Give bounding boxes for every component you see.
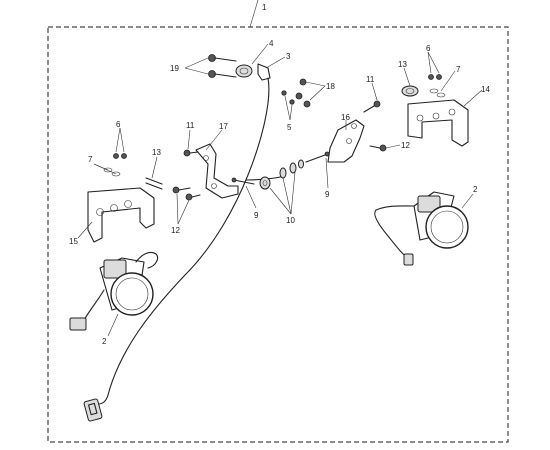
bolt-part-12-left-a xyxy=(172,186,191,194)
fog-lamp-part-2-right xyxy=(374,191,469,266)
callout-2-right: 2 xyxy=(473,185,478,194)
callout-12-right: 12 xyxy=(401,141,410,150)
callout-12-left: 12 xyxy=(171,226,180,235)
mounting-bracket-part-16 xyxy=(327,119,365,163)
clip-part-13-left xyxy=(145,177,163,190)
mounting-bracket-part-17 xyxy=(195,143,239,199)
nut-part-18 xyxy=(295,78,311,108)
lower-harness-connector xyxy=(83,394,109,422)
washers-part-7-left xyxy=(103,167,121,177)
wiring-harness xyxy=(107,77,270,396)
callout-2-left: 2 xyxy=(102,337,107,346)
fog-lamp-part-2-left xyxy=(69,251,159,331)
callout-11-left: 11 xyxy=(186,121,195,130)
callout-13-right: 13 xyxy=(398,60,407,69)
screws-part-6-right xyxy=(428,74,442,80)
lamp-cover-part-14 xyxy=(407,99,469,147)
callout-9-left: 9 xyxy=(254,211,259,220)
leader-1 xyxy=(249,0,259,28)
screws-part-6-left xyxy=(113,153,127,159)
callout-4: 4 xyxy=(269,39,274,48)
bolt-part-19-lower xyxy=(208,70,237,78)
cable-tie-part-5 xyxy=(281,90,295,105)
callout-1: 1 xyxy=(262,3,267,12)
callout-19: 19 xyxy=(170,64,179,73)
callout-7-left: 7 xyxy=(88,155,93,164)
bolt-part-12-left-b xyxy=(185,193,201,201)
washers-part-7-right xyxy=(429,88,446,98)
stud-part-9-left xyxy=(231,177,255,185)
lamp-cover-part-15 xyxy=(87,187,155,243)
callout-3: 3 xyxy=(286,52,291,61)
leader-lines xyxy=(77,43,483,337)
bolt-part-12-right xyxy=(369,144,387,152)
callout-17: 17 xyxy=(219,122,228,131)
callout-6-left: 6 xyxy=(116,120,121,129)
bolt-part-19-upper xyxy=(208,54,237,62)
clip-part-3 xyxy=(257,63,271,81)
callout-5: 5 xyxy=(287,123,292,132)
callout-15: 15 xyxy=(69,237,78,246)
grommet-part-4 xyxy=(235,64,253,78)
callout-9-right: 9 xyxy=(325,190,330,199)
callout-13-left: 13 xyxy=(152,148,161,157)
callout-18: 18 xyxy=(326,82,335,91)
kit-boundary-frame xyxy=(47,26,509,443)
callout-16: 16 xyxy=(341,113,350,122)
bolt-part-11-left xyxy=(183,149,199,157)
callout-6-right: 6 xyxy=(426,44,431,53)
grommet-part-13-right xyxy=(401,85,419,97)
bolt-part-11-right xyxy=(363,100,381,113)
callout-7-right: 7 xyxy=(456,65,461,74)
stud-part-9-right xyxy=(305,151,330,163)
washers-part-10 xyxy=(259,159,304,190)
callout-11-right: 11 xyxy=(366,75,375,84)
callout-10: 10 xyxy=(286,216,295,225)
callout-14: 14 xyxy=(481,85,490,94)
